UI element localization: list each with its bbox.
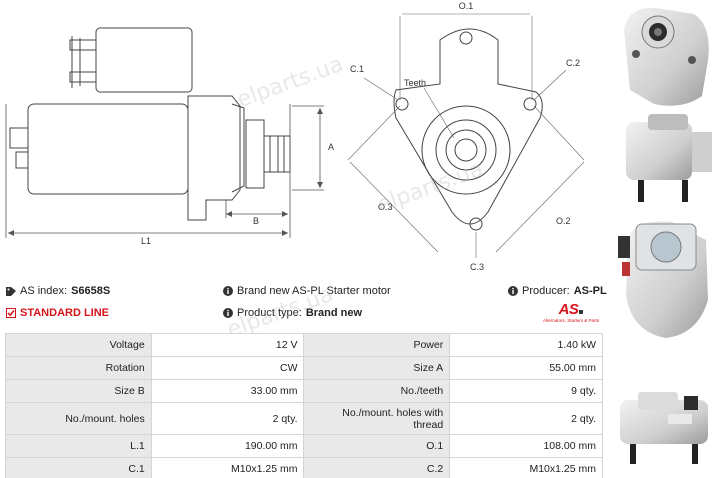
label-o1: O.1 <box>459 1 474 11</box>
as-index-label: AS index: <box>20 285 68 297</box>
product-type: Product type: Brand new <box>223 306 362 320</box>
spec-key: Rotation <box>5 356 152 380</box>
label-l1: L1 <box>141 236 151 246</box>
dim-o2 <box>495 161 585 253</box>
spec-key: O.1 <box>303 434 451 458</box>
spec-key: Power <box>303 333 451 357</box>
spec-value: 2 qty. <box>150 402 305 435</box>
logo-tagline: Alternators, Starters & Parts <box>542 318 600 323</box>
photo-side <box>626 114 712 202</box>
spec-key: No./teeth <box>303 379 451 403</box>
label-c2: C.2 <box>566 58 580 68</box>
mounting-flange <box>393 28 543 225</box>
label-c1: C.1 <box>350 64 364 74</box>
spec-value: 55.00 mm <box>449 356 603 380</box>
hole-c1 <box>395 97 409 111</box>
hole-c3 <box>469 217 483 231</box>
table-row: Size B 33.00 mm No./teeth 9 qty. <box>5 379 603 403</box>
label-c3: C.3 <box>470 262 484 272</box>
spec-value: 2 qty. <box>449 402 603 435</box>
checkbox-check-icon <box>6 308 16 318</box>
spec-key: Voltage <box>5 333 152 357</box>
spec-value: M10x1.25 mm <box>449 457 603 478</box>
spec-value: 33.00 mm <box>150 379 305 403</box>
logo-text: AS <box>558 301 579 318</box>
producer-value: AS-PL <box>573 285 607 297</box>
label-a: A <box>328 142 334 152</box>
hole-c2 <box>523 97 537 111</box>
as-index: AS index: S6658S <box>6 284 110 298</box>
producer: Producer: AS-PL <box>508 284 607 298</box>
spec-key: C.2 <box>303 457 451 478</box>
spec-key: L.1 <box>5 434 152 458</box>
product-type-value: Brand new <box>305 307 363 319</box>
spec-key: Size B <box>5 379 152 403</box>
technical-drawing: L1 B A O.1 O.3 O.2 C.1 C.2 C.3 Teeth <box>5 1 585 272</box>
tag-icon <box>6 287 16 296</box>
spec-key: C.1 <box>5 457 152 478</box>
spec-key: No./mount. holes with thread <box>303 402 451 435</box>
label-o2: O.2 <box>556 216 571 226</box>
info-icon <box>508 286 518 296</box>
product-photos <box>618 7 712 464</box>
flange-bore <box>421 105 511 195</box>
brand-description: Brand new AS-PL Starter motor <box>223 284 391 298</box>
logo-dot <box>579 310 584 314</box>
photo-front <box>624 7 709 106</box>
specs-table: Voltage 12 V Power 1.40 kW Rotation CW S… <box>5 333 603 478</box>
table-row: No./mount. holes 2 qty. No./mount. holes… <box>5 402 603 435</box>
spec-key: Size A <box>303 356 451 380</box>
product-type-label: Product type: <box>237 307 302 319</box>
table-row: C.1 M10x1.25 mm C.2 M10x1.25 mm <box>5 457 603 478</box>
solenoid <box>95 27 193 93</box>
table-row: Voltage 12 V Power 1.40 kW <box>5 333 603 357</box>
table-row: Rotation CW Size A 55.00 mm <box>5 356 603 380</box>
spec-value: 190.00 mm <box>150 434 305 458</box>
spec-key: No./mount. holes <box>5 402 152 435</box>
photo-rear <box>618 221 708 338</box>
pinion-gear <box>445 129 487 171</box>
spec-value: 12 V <box>150 333 305 357</box>
label-teeth: Teeth <box>404 78 426 88</box>
standard-line-label: STANDARD LINE <box>20 307 110 319</box>
motor-body <box>27 103 189 195</box>
info-icon <box>223 286 233 296</box>
as-pl-logo: AS Alternators, Starters & Parts <box>538 302 604 328</box>
spec-value: M10x1.25 mm <box>150 457 305 478</box>
table-row: L.1 190.00 mm O.1 108.00 mm <box>5 434 603 458</box>
dim-o3 <box>349 161 439 253</box>
standard-line: STANDARD LINE <box>6 306 109 320</box>
photo-top <box>620 392 708 464</box>
info-icon <box>223 308 233 318</box>
spec-value: 108.00 mm <box>449 434 603 458</box>
spec-value: 9 qty. <box>449 379 603 403</box>
as-index-value: S6658S <box>71 285 111 297</box>
brand-description-text: Brand new AS-PL Starter motor <box>237 285 391 297</box>
producer-label: Producer: <box>522 285 570 297</box>
spec-value: 1.40 kW <box>449 333 603 357</box>
spec-value: CW <box>150 356 305 380</box>
label-o3: O.3 <box>378 202 393 212</box>
label-b: B <box>253 216 259 226</box>
